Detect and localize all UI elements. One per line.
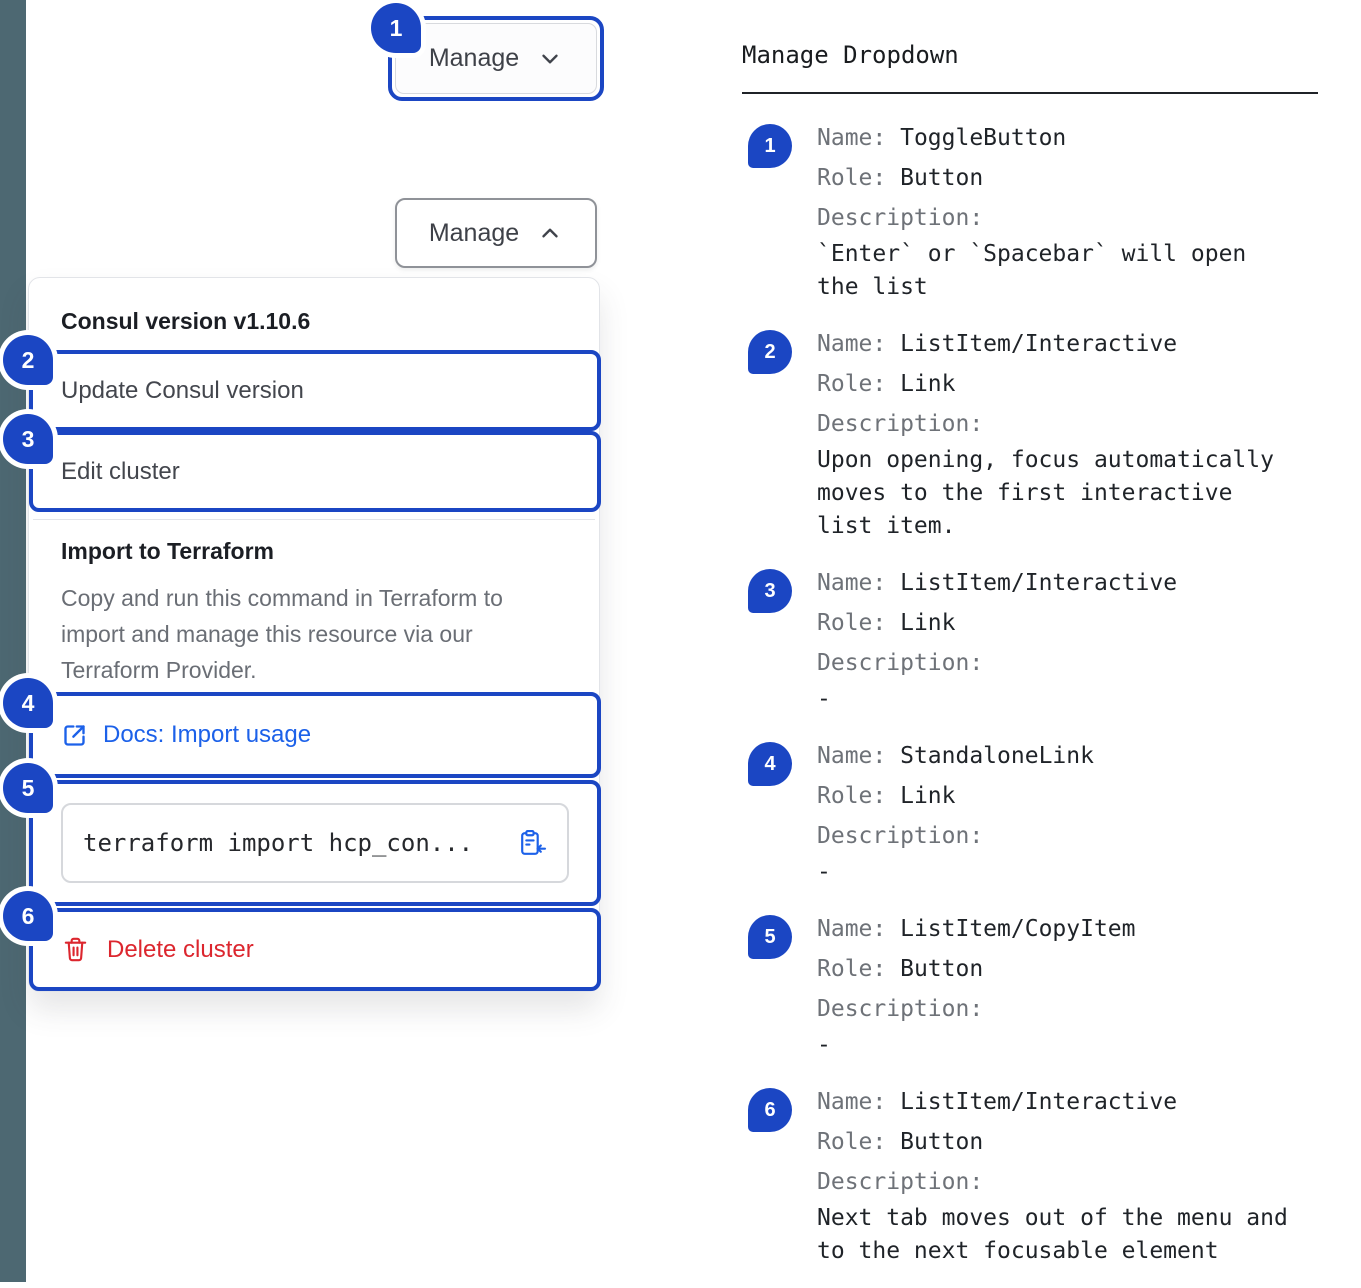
manage-toggle-open-label: Manage [428,218,520,247]
legend-item-5: 5 Name: ListItem/CopyItem Role: Button D… [742,909,1322,1062]
legend-rule [742,92,1318,94]
legend-badge-2: 2 [748,330,792,374]
annotation-badge-4: 4 [3,678,53,728]
legend-badge-5: 5 [748,915,792,959]
legend-item-4: 4 Name: StandaloneLink Role: Link Descri… [742,736,1322,889]
chevron-up-icon [542,228,558,238]
legend-badge-6: 6 [748,1088,792,1132]
menu-item-edit-cluster[interactable]: Edit cluster [29,431,601,512]
annotation-badge-1: 1 [371,3,421,53]
annotation-badge-6: 6 [3,891,53,941]
chevron-down-icon [542,54,558,63]
legend-panel: Manage Dropdown 1 Name: ToggleButton Rol… [742,40,1322,1288]
legend-item-2: 2 Name: ListItem/Interactive Role: Link … [742,324,1322,543]
legend-role-row: Role: Button [817,165,984,191]
legend-description-label: Description: [817,1169,984,1195]
import-to-terraform-heading: Import to Terraform [61,538,274,564]
legend-name-row: Name: StandaloneLink [817,743,1094,769]
annotation-badge-2: 2 [3,335,53,385]
legend-description-text: Next tab moves out of the menu and to th… [817,1205,1288,1264]
legend-description-text: - [817,686,831,712]
legend-description-text: Upon opening, focus automatically moves … [817,447,1274,539]
import-to-terraform-description: Copy and run this command in Terraform t… [61,585,503,683]
left-rail [0,0,26,1282]
code-snippet-text: terraform import hcp_con... [83,829,474,857]
legend-description-label: Description: [817,650,984,676]
legend-description-label: Description: [817,996,984,1022]
annotation-badge-3: 3 [3,414,53,464]
legend-role-row: Role: Button [817,956,984,982]
docs-import-usage-link: Docs: Import usage [103,721,312,748]
legend-item-6: 6 Name: ListItem/Interactive Role: Butto… [742,1082,1322,1268]
external-link-icon [64,724,85,746]
legend-badge-4: 4 [748,742,792,786]
manage-toggle-label: Manage [428,44,520,72]
delete-cluster-label: Delete cluster [107,935,254,963]
legend-items: 1 Name: ToggleButton Role: Button Descri… [742,118,1322,1268]
trash-icon [64,937,87,962]
legend-name-row: Name: ListItem/CopyItem [817,916,1136,942]
legend-item-3: 3 Name: ListItem/Interactive Role: Link … [742,563,1322,716]
legend-name-row: Name: ListItem/Interactive [817,331,1178,357]
manage-toggle-focus-ring: Manage [388,16,604,101]
legend-role-row: Role: Button [817,1129,984,1155]
code-snippet-box[interactable]: terraform import hcp_con... [61,803,569,883]
menu-divider [33,519,595,520]
legend-role-row: Role: Link [817,371,956,397]
legend-role-row: Role: Link [817,783,956,809]
legend-description-label: Description: [817,205,984,231]
menu-item-copy-snippet[interactable]: terraform import hcp_con... [29,780,601,906]
legend-name-row: Name: ListItem/Interactive [817,570,1178,596]
legend-description-label: Description: [817,823,984,849]
manage-toggle-button[interactable]: Manage [395,23,597,94]
menu-item-update-consul-version[interactable]: Update Consul version [29,350,601,431]
legend-role-row: Role: Link [817,610,956,636]
legend-badge-3: 3 [748,569,792,613]
legend-description-text: - [817,859,831,885]
legend-description-text: `Enter` or `Spacebar` will open the list [817,241,1247,300]
edit-cluster-label: Edit cluster [61,457,180,485]
legend-name-row: Name: ListItem/Interactive [817,1089,1178,1115]
legend-item-1: 1 Name: ToggleButton Role: Button Descri… [742,118,1322,304]
manage-dropdown-menu: Consul version v1.10.6 Update Consul ver… [28,277,601,992]
menu-item-delete-cluster[interactable]: Delete cluster [29,908,601,991]
legend-badge-1: 1 [748,124,792,168]
consul-version-label: Consul version v1.10.6 [61,308,311,334]
menu-item-docs-import-usage[interactable]: Docs: Import usage [29,692,601,778]
legend-description-label: Description: [817,411,984,437]
legend-name-row: Name: ToggleButton [817,125,1067,151]
manage-toggle-button-open[interactable]: Manage [395,198,597,268]
legend-description-text: - [817,1032,831,1058]
legend-title: Manage Dropdown [742,41,959,69]
update-consul-version-label: Update Consul version [61,376,304,404]
clipboard-copy-icon[interactable] [516,828,547,859]
annotation-badge-5: 5 [3,763,53,813]
